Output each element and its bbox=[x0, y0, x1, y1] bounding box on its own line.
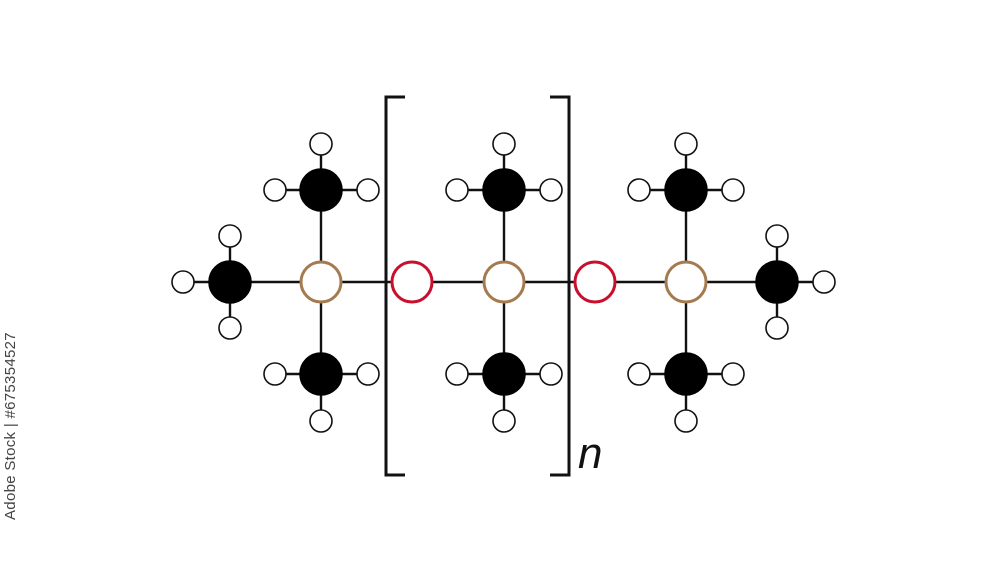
silicon-atom-si3 bbox=[664, 260, 708, 304]
hydrogen-atom-h6 bbox=[356, 178, 380, 202]
hydrogen-atom-h17 bbox=[627, 178, 651, 202]
carbon-atom-c3 bbox=[299, 352, 343, 396]
repeat-unit-brackets bbox=[384, 95, 571, 477]
atoms-layer bbox=[171, 132, 836, 433]
hydrogen-atom-h19 bbox=[674, 409, 698, 433]
hydrogen-atom-h14 bbox=[445, 362, 469, 386]
oxygen-atom-o2 bbox=[573, 260, 617, 304]
hydrogen-atom-h11 bbox=[445, 178, 469, 202]
oxygen-atom-o1 bbox=[390, 260, 434, 304]
stock-id-label: Adobe Stock | #675354527 bbox=[2, 332, 19, 520]
hydrogen-atom-h16 bbox=[674, 132, 698, 156]
hydrogen-atom-h23 bbox=[765, 224, 789, 248]
right-bracket bbox=[550, 95, 571, 477]
hydrogen-atom-h24 bbox=[765, 316, 789, 340]
carbon-atom-c1 bbox=[208, 260, 252, 304]
hydrogen-atom-h13 bbox=[492, 409, 516, 433]
carbon-atom-c8 bbox=[755, 260, 799, 304]
left-bracket bbox=[384, 95, 405, 477]
hydrogen-atom-h21 bbox=[721, 362, 745, 386]
hydrogen-atom-h9 bbox=[356, 362, 380, 386]
carbon-atom-c6 bbox=[664, 168, 708, 212]
hydrogen-atom-h8 bbox=[263, 362, 287, 386]
carbon-atom-c4 bbox=[482, 168, 526, 212]
silicon-atom-si1 bbox=[299, 260, 343, 304]
hydrogen-atom-h4 bbox=[309, 132, 333, 156]
carbon-atom-c2 bbox=[299, 168, 343, 212]
silicon-atom-si2 bbox=[482, 260, 526, 304]
hydrogen-atom-h22 bbox=[812, 270, 836, 294]
carbon-atom-c5 bbox=[482, 352, 526, 396]
repeat-count-label: n bbox=[578, 429, 603, 478]
hydrogen-atom-h7 bbox=[309, 409, 333, 433]
hydrogen-atom-h15 bbox=[539, 362, 563, 386]
hydrogen-atom-h2 bbox=[218, 224, 242, 248]
hydrogen-atom-h5 bbox=[263, 178, 287, 202]
carbon-atom-c7 bbox=[664, 352, 708, 396]
hydrogen-atom-h18 bbox=[721, 178, 745, 202]
hydrogen-atom-h20 bbox=[627, 362, 651, 386]
hydrogen-atom-h12 bbox=[539, 178, 563, 202]
hydrogen-atom-h1 bbox=[171, 270, 195, 294]
hydrogen-atom-h10 bbox=[492, 132, 516, 156]
hydrogen-atom-h3 bbox=[218, 316, 242, 340]
